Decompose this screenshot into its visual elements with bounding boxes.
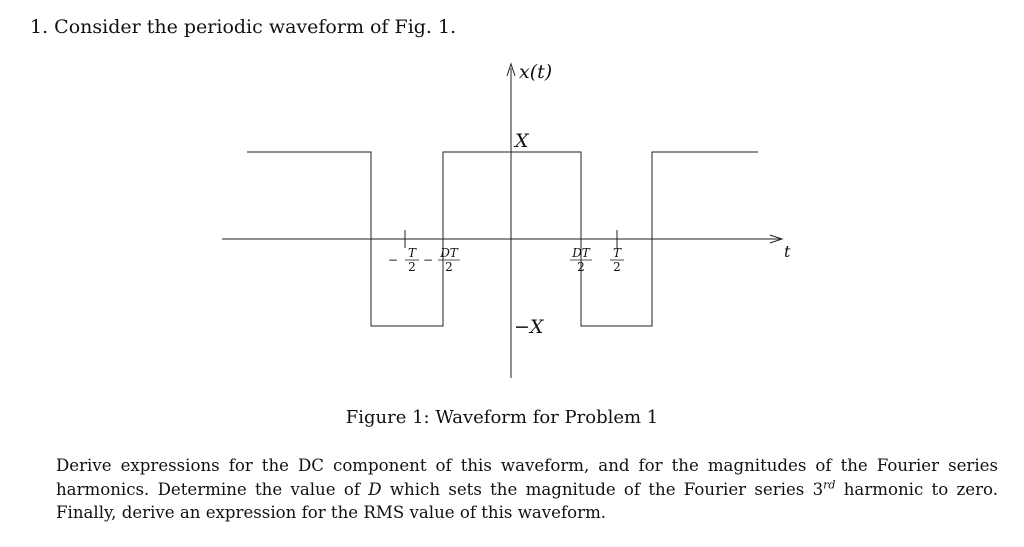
square-waveform: [247, 151, 758, 327]
tick-label-neg-duty: − DT 2: [423, 246, 460, 274]
tick-numerator: T: [613, 246, 622, 260]
tick-denominator: 2: [445, 260, 453, 274]
variable-d: D: [368, 479, 382, 499]
statement-part-2: which sets the magnitude of the Fourier …: [381, 479, 824, 499]
level-high-label: X: [513, 130, 530, 152]
tick-sign: −: [388, 253, 398, 267]
tick-numerator: DT: [571, 246, 591, 260]
y-axis-label: x(t): [519, 61, 552, 83]
tick-label-neg-half-period: − T 2: [388, 246, 419, 274]
level-low-label: −X: [514, 316, 545, 338]
waveform-figure: x(t) t X −X − T 2 − DT 2 DT 2 T 2: [222, 61, 791, 378]
problem-statement: Derive expressions for the DC component …: [56, 454, 998, 525]
tick-denominator: 2: [408, 260, 416, 274]
time-axis-arrowhead: [769, 234, 784, 244]
ordinal-suffix: rd: [823, 477, 836, 491]
tick-denominator: 2: [613, 260, 621, 274]
waveform-diagram: x(t) t X −X − T 2 − DT 2 DT 2 T 2: [222, 61, 791, 378]
x-axis-label: t: [784, 242, 791, 261]
tick-sign: −: [423, 253, 433, 267]
vertical-axis-arrowhead: [506, 62, 516, 77]
tick-label-pos-duty: DT 2: [570, 246, 592, 274]
statement-part-1: Derive expressions for the DC component …: [56, 456, 998, 499]
figure-caption: Figure 1: Waveform for Problem 1: [345, 407, 659, 428]
tick-numerator: T: [408, 246, 417, 260]
statement-part-3: harmonic to zero. Finally, derive an exp…: [56, 479, 998, 523]
tick-denominator: 2: [577, 260, 585, 274]
problem-heading: 1. Consider the periodic waveform of Fig…: [30, 16, 457, 38]
tick-numerator: DT: [439, 246, 459, 260]
tick-label-pos-half-period: T 2: [610, 246, 624, 274]
